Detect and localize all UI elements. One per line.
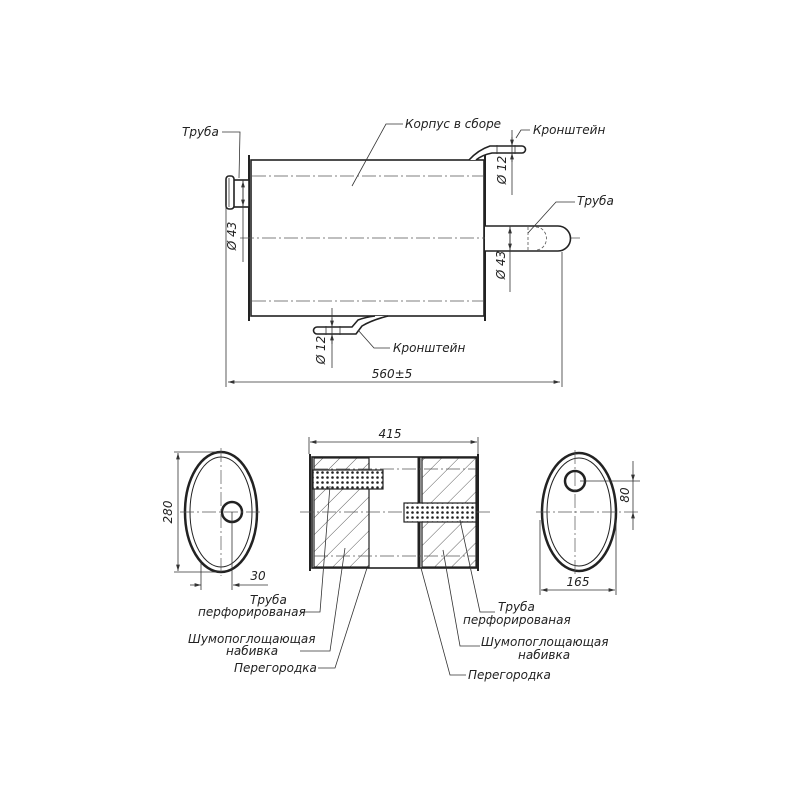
inlet-offset-dim: 30 [250,569,266,583]
label-left-partition: Перегородка [234,661,317,675]
label-left-perforated-pipe-line2: перфорированая [198,605,306,619]
label-left-absorber-line2: набивка [226,644,278,658]
dimension-lines [225,130,563,387]
label-bracket-top: Кронштейн [533,123,605,137]
section-leader-lines [300,485,495,676]
top-view: Ø 43 Ø 43 Ø 12 Ø 12 560±5 Труба Корпус в… [182,117,614,387]
label-inlet-pipe: Труба [182,125,219,139]
bracket-top [468,145,527,161]
longitudinal-section [300,437,490,571]
label-bracket-bottom: Кронштейн [393,341,465,355]
inlet-pipe [225,175,250,210]
outlet-diameter-dim: Ø 43 [494,251,508,281]
leader-lines [222,123,575,349]
inlet-diameter-dim: Ø 43 [225,222,239,252]
perforated-pipe-left [312,469,384,490]
label-right-partition: Перегородка [468,668,551,682]
label-left-perforated-pipe-line1: Труба [250,593,287,607]
bracket-top-diameter-dim: Ø 12 [495,156,509,186]
outlet-end-view [536,450,640,595]
bracket-bottom [312,315,389,335]
body-length-dim: 415 [379,427,402,441]
inlet-end-view [174,448,268,590]
height-dim: 280 [161,500,175,523]
overall-length-dim: 560±5 [372,367,413,381]
outlet-offset-dim: 80 [618,487,632,503]
label-outlet-pipe: Труба [577,194,614,208]
label-left-absorber-line1: Шумопоглощающая [188,632,315,646]
label-right-perforated-pipe-line1: Труба [498,600,535,614]
label-right-absorber-line1: Шумопоглощающая [481,635,608,649]
perforated-pipe-right [403,502,477,523]
bracket-bottom-diameter-dim: Ø 12 [314,336,328,366]
width-dim: 165 [567,575,590,589]
label-right-absorber-line2: набивка [518,648,570,662]
label-right-perforated-pipe-line2: перфорированая [463,613,571,627]
outlet-pipe [485,225,572,252]
label-housing: Корпус в сборе [405,117,501,131]
